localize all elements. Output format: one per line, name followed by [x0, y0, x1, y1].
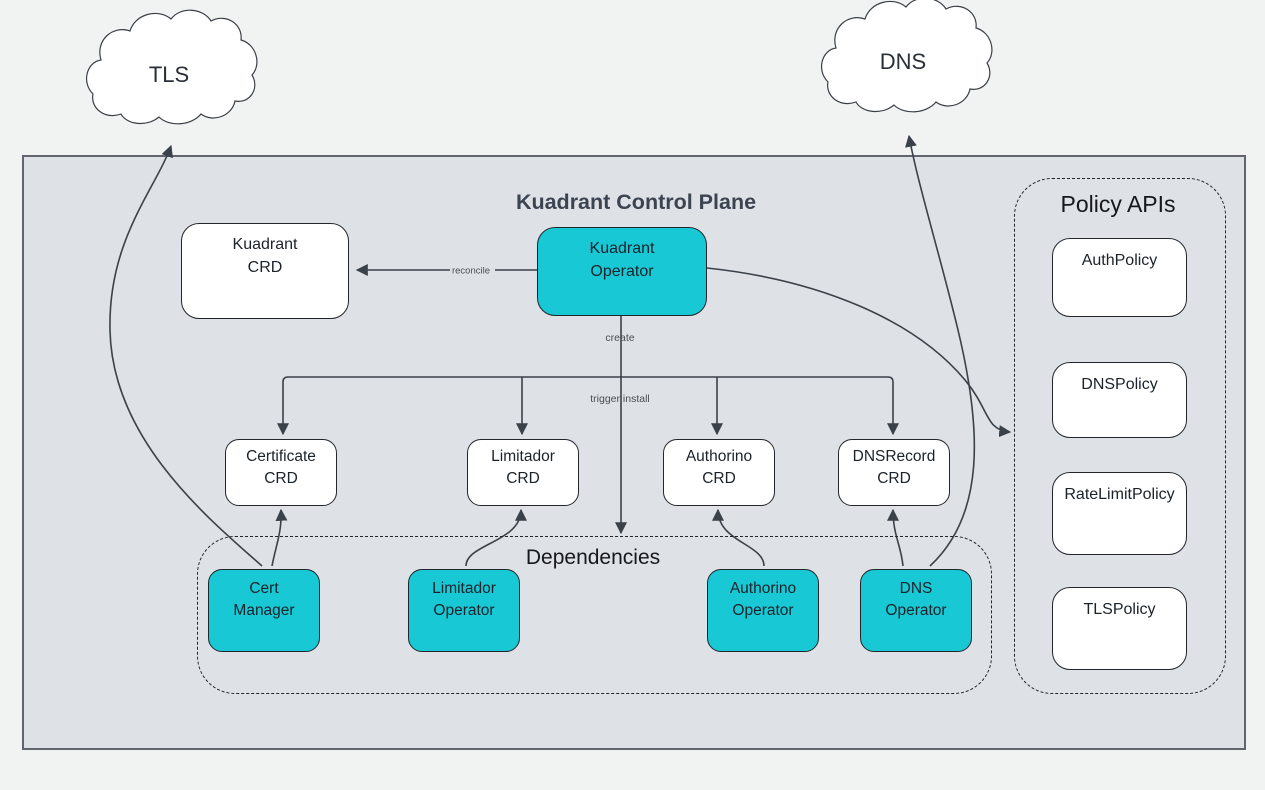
node-label: Authorino	[729, 580, 797, 597]
node-kuadrant-crd: Kuadrant CRD	[181, 223, 349, 319]
tls-cloud-label: TLS	[148, 62, 190, 87]
node-label: Kuadrant	[232, 236, 298, 253]
node-label: Operator	[732, 602, 794, 619]
node-label: CRD	[264, 470, 298, 487]
node-authorino-crd: Authorino CRD	[663, 439, 775, 506]
edge-limitador-operator-limitador-crd	[465, 508, 527, 567]
node-tlspolicy: TLSPolicy	[1052, 587, 1187, 670]
node-ratelimitpolicy: RateLimitPolicy	[1052, 472, 1187, 555]
edge-dns-operator-dns	[905, 134, 976, 567]
dependencies-group	[197, 536, 992, 694]
node-label: DNS	[899, 580, 933, 597]
node-label: Cert	[249, 580, 279, 597]
node-dns-operator: DNS Operator	[860, 569, 972, 652]
node-label: Certificate	[246, 448, 316, 465]
node-label: Limitador	[432, 580, 496, 597]
node-label: TLSPolicy	[1083, 601, 1156, 618]
edge-cert-manager-tls	[109, 144, 263, 567]
node-label: Operator	[885, 602, 947, 619]
node-label: CRD	[247, 259, 283, 276]
edge-operator-policy-apis	[706, 267, 1012, 438]
edge-label-create: create	[605, 332, 635, 344]
node-label: AuthPolicy	[1081, 252, 1158, 269]
node-label: DNSPolicy	[1081, 376, 1158, 393]
dns-cloud-shape	[820, 0, 993, 113]
node-label: Manager	[233, 602, 295, 619]
edge-label-reconcile: reconcile	[451, 265, 491, 277]
node-label: DNSRecord	[852, 448, 936, 465]
edge-create-certificate-crd	[277, 376, 621, 436]
node-limitador-crd: Limitador CRD	[467, 439, 579, 506]
node-authpolicy: AuthPolicy	[1052, 238, 1187, 317]
tls-cloud-shape	[85, 9, 258, 125]
policy-apis-group	[1014, 178, 1226, 694]
node-label: Limitador	[491, 448, 555, 465]
node-label: Authorino	[685, 448, 753, 465]
edge-dns-operator-dnsrecord-crd	[887, 508, 904, 567]
node-label: Operator	[433, 602, 495, 619]
dns-cloud-label: DNS	[879, 49, 927, 74]
node-label: RateLimitPolicy	[1064, 486, 1175, 503]
node-label: Kuadrant	[589, 240, 655, 257]
node-cert-manager: Cert Manager	[208, 569, 320, 652]
node-label: CRD	[877, 470, 911, 487]
node-label: Operator	[590, 263, 654, 280]
node-label: CRD	[506, 470, 540, 487]
node-dnspolicy: DNSPolicy	[1052, 362, 1187, 438]
node-authorino-operator: Authorino Operator	[707, 569, 819, 652]
edge-cert-manager-certificate-crd	[271, 508, 288, 567]
node-kuadrant-operator: Kuadrant Operator	[537, 227, 707, 316]
dependencies-group-label: Dependencies	[525, 546, 661, 569]
node-label: CRD	[702, 470, 736, 487]
node-limitador-operator: Limitador Operator	[408, 569, 520, 652]
page-title: Kuadrant Control Plane	[515, 190, 757, 214]
node-dnsrecord-crd: DNSRecord CRD	[838, 439, 950, 506]
edge-label-trigger-install: trigger install	[590, 393, 650, 405]
edge-authorino-operator-authorino-crd	[712, 508, 765, 567]
edge-create-dnsrecord-crd	[621, 376, 899, 436]
node-certificate-crd: Certificate CRD	[225, 439, 337, 506]
policy-apis-group-label: Policy APIs	[1060, 191, 1176, 217]
